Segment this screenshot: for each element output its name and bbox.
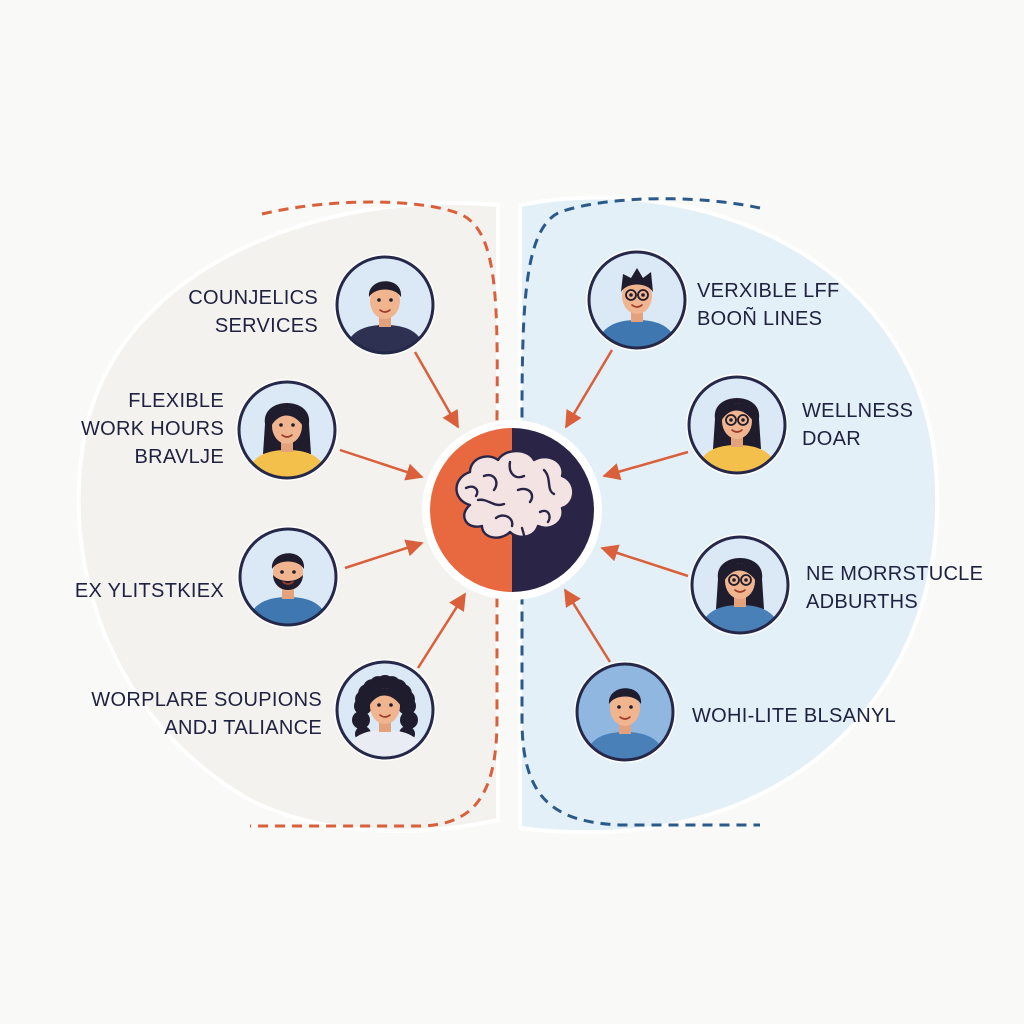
label-new-morrstucle: NE MORRSTUCLE ADBURTHS	[806, 560, 983, 616]
man-smiling-avatar-icon	[574, 661, 676, 763]
woman-glasses-ponytail-avatar-icon	[689, 534, 791, 636]
label-line: EX YLITSTKIEX	[74, 580, 224, 602]
arrow-flexible-hours	[339, 448, 424, 481]
label-line: WORPLARE SOUPIONS	[91, 689, 322, 711]
woman-long-hair-avatar-icon	[236, 379, 338, 481]
label-line: WORK HOURS	[81, 418, 224, 440]
arrows	[339, 349, 689, 669]
label-line: VERXIBLE LFF	[697, 280, 840, 302]
label-line: WOHI-LITE BLSANYL	[692, 705, 897, 727]
label-line: COUNJELICS	[188, 287, 318, 309]
woman-glasses-avatar-icon	[686, 374, 788, 476]
arrow-wellness	[602, 450, 689, 481]
label-ex: EX YLITSTKIEX	[75, 577, 224, 605]
left-dashed-outline	[250, 200, 499, 828]
label-line: ADBURTHS	[806, 591, 919, 613]
central-hub	[422, 420, 602, 600]
bearded-man-avatar-icon	[237, 526, 339, 628]
label-work-life: WOHI-LITE BLSANYL	[692, 702, 896, 730]
label-wellness: WELLNESS DOAR	[802, 397, 913, 453]
label-line: DOAR	[802, 428, 861, 450]
arrow-work-life	[563, 588, 612, 663]
label-line: BRAVLJE	[134, 446, 224, 468]
label-counseling-services: COUNJELICS SERVICES	[188, 284, 318, 340]
label-line: NE MORRSTUCLE	[806, 563, 984, 585]
arrow-counseling	[413, 351, 460, 429]
label-line: WELLNESS	[802, 400, 914, 422]
avatars	[236, 249, 791, 763]
label-line: FLEXIBLE	[128, 390, 224, 412]
man-short-hair-avatar-icon	[334, 254, 436, 356]
man-glasses-avatar-icon	[586, 249, 688, 351]
label-line: SERVICES	[214, 315, 318, 337]
brain-icon	[455, 449, 575, 572]
arrow-workplace	[416, 592, 467, 669]
woman-curly-hair-avatar-icon	[334, 659, 436, 761]
label-verxible: VERXIBLE LFF BOOÑ LINES	[697, 277, 840, 333]
right-dashed-outline	[520, 197, 761, 827]
label-line: BOOÑ LINES	[697, 308, 823, 330]
label-flexible-work-hours: FLEXIBLE WORK HOURS BRAVLJE	[81, 387, 224, 471]
arrow-verxible	[564, 349, 614, 429]
label-line: ANDJ TALIANCE	[164, 717, 322, 739]
arrow-ex	[344, 539, 424, 570]
label-workplace-solutions: WORPLARE SOUPIONS ANDJ TALIANCE	[91, 686, 322, 742]
arrow-new-morrstucle	[600, 544, 689, 578]
